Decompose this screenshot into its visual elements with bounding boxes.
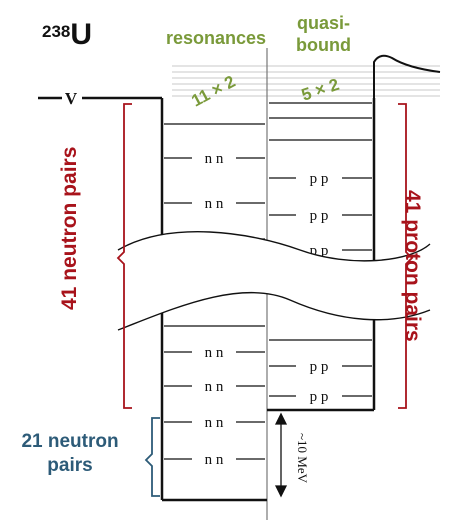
quasi-bound-header: quasi- bound bbox=[296, 12, 351, 56]
deep-neutron-bracket bbox=[144, 417, 160, 497]
proton-pair-label: p p bbox=[310, 208, 329, 224]
isotope-label: 238U bbox=[42, 18, 92, 52]
proton-pair-label: p p bbox=[310, 171, 329, 187]
mass-number: 238 bbox=[42, 22, 71, 41]
neutron-pairs-bracket bbox=[116, 103, 132, 409]
neutron-pairs-label: 41 neutron pairs bbox=[58, 146, 81, 310]
axis-break-top bbox=[117, 231, 431, 262]
neutron-pair-label: n n bbox=[205, 452, 224, 468]
neutron-pair-labels: n n n n n n n n n n n n bbox=[205, 151, 224, 468]
quasi-bound-line2: bound bbox=[296, 35, 351, 55]
proton-pairs-label: 41 proton pairs bbox=[401, 190, 424, 342]
neutron-pair-label: n n bbox=[205, 415, 224, 431]
well-depth-label: V bbox=[65, 89, 78, 108]
proton-pair-label: p p bbox=[310, 389, 329, 405]
proton-pairs-bracket bbox=[398, 103, 414, 409]
energy-gap-label: ~10 MeV bbox=[295, 433, 310, 484]
axis-break-bottom bbox=[117, 291, 431, 331]
neutron-pair-label: n n bbox=[205, 345, 224, 361]
coulomb-barrier bbox=[373, 54, 441, 98]
resonances-header: resonances bbox=[166, 28, 267, 48]
neutron-pair-label: n n bbox=[205, 379, 224, 395]
quasi-bound-line1: quasi- bbox=[296, 13, 350, 33]
neutron-pair-label: n n bbox=[205, 151, 224, 167]
proton-pair-labels: p p p p p p p p p p bbox=[310, 171, 329, 405]
proton-well bbox=[267, 98, 376, 412]
axis-break-fill bbox=[118, 231, 430, 330]
energy-gap-arrow bbox=[274, 412, 288, 498]
proton-degeneracy: 5 × 2 bbox=[299, 75, 341, 105]
neutron-pair-label: n n bbox=[205, 196, 224, 212]
deep-neutron-pairs-label: 21 neutron pairs bbox=[21, 431, 119, 476]
resonance-levels bbox=[172, 65, 440, 97]
proton-pair-label: p p bbox=[310, 359, 329, 375]
element-symbol: U bbox=[70, 18, 93, 51]
